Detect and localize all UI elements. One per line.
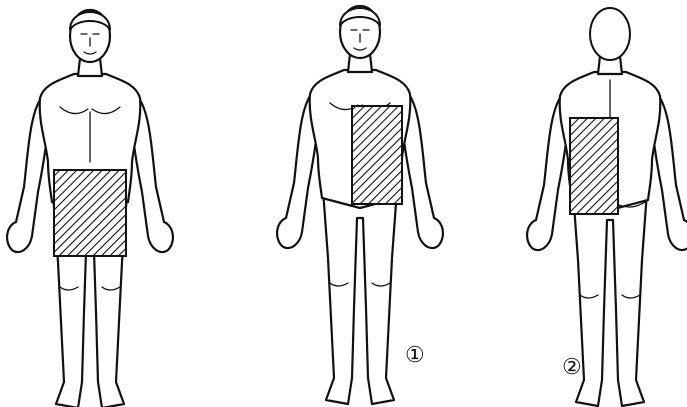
hatched-region-abdomen [352, 106, 402, 204]
figure-label-1: ① [405, 343, 425, 368]
figure-front-left [7, 10, 173, 407]
figure-label-2: ② [562, 355, 582, 380]
hatched-region-lower-back [570, 118, 618, 214]
hatched-region-pelvis [54, 170, 126, 256]
figure-back-right [527, 8, 687, 406]
